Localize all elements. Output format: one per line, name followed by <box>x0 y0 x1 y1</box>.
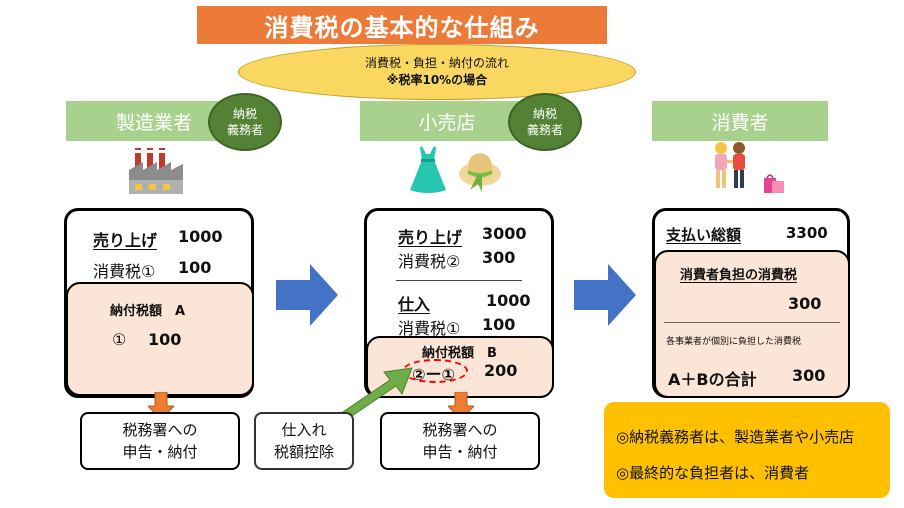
flow-caption-line2: ※税率10%の場合 <box>386 73 488 87</box>
ret-payment-title: 納付税額 B <box>422 346 497 361</box>
badge-line1: 納税 <box>532 107 557 121</box>
ret-sales-label: 売り上げ <box>398 228 463 247</box>
flow-arrow-right-1 <box>276 264 338 326</box>
dress-icon <box>408 144 448 198</box>
divider <box>396 280 522 281</box>
ret-tax-value: 300 <box>482 248 516 267</box>
con-burden-box <box>654 250 850 398</box>
filing-line2: 申告・納付 <box>122 443 198 461</box>
flow-caption: 消費税・負担・納付の流れ ※税率10%の場合 <box>238 44 636 100</box>
couple-icon <box>708 140 752 196</box>
taxpayer-badge-manufacturer: 納税 義務者 <box>208 93 282 151</box>
con-burden-value: 300 <box>788 294 822 313</box>
mfr-tax-label: 消費税① <box>93 262 156 281</box>
filing-box-retailer: 税務署への 申告・納付 <box>380 412 540 470</box>
ret-ptax-label: 消費税① <box>398 319 461 338</box>
mfr-sales-value: 1000 <box>178 227 223 246</box>
factory-icon <box>127 146 185 203</box>
actor-consumer: 消費者 <box>652 101 828 141</box>
mfr-sales-label: 売り上げ <box>93 231 158 250</box>
summary-line1: ◎納税義務者は、製造業者や小売店 <box>616 428 855 446</box>
badge-line1: 納税 <box>232 107 257 121</box>
ret-payment-formula: ②ー① <box>412 365 456 384</box>
hat-icon <box>458 146 502 198</box>
page-title: 消費税の基本的な仕組み <box>197 6 607 44</box>
ret-purchase-label: 仕入 <box>398 295 431 314</box>
filing-box-manufacturer: 税務署への 申告・納付 <box>80 412 240 470</box>
summary-line2: ◎最終的な負担者は、消費者 <box>616 464 810 482</box>
ret-ptax-value: 100 <box>482 315 516 334</box>
badge-line2: 義務者 <box>526 123 563 137</box>
ret-purchase-value: 1000 <box>486 291 531 310</box>
credit-arrow-icon <box>339 367 413 421</box>
input-tax-credit-box: 仕入れ 税額控除 <box>254 412 354 470</box>
flow-arrow-right-2 <box>574 264 636 326</box>
taxpayer-badge-retailer: 納税 義務者 <box>508 93 582 151</box>
divider <box>664 322 840 323</box>
flow-caption-line1: 消費税・負担・納付の流れ <box>364 56 509 70</box>
mfr-payment-mark: ① <box>112 330 127 349</box>
ret-payment-value: 200 <box>484 361 518 380</box>
mfr-payment-title: 納付税額 A <box>110 304 186 319</box>
con-sum-label: A＋Bの合計 <box>668 370 757 389</box>
filing-line2: 申告・納付 <box>422 443 498 461</box>
mfr-payment-value: 100 <box>148 330 182 349</box>
actor-retailer: 小売店 <box>360 101 534 141</box>
summary-note: ◎納税義務者は、製造業者や小売店 ◎最終的な負担者は、消費者 <box>604 402 890 498</box>
credit-line2: 税額控除 <box>273 443 334 461</box>
ret-sales-value: 3000 <box>482 224 527 243</box>
ret-tax-label: 消費税② <box>398 252 461 271</box>
mfr-payment-box <box>66 282 254 396</box>
con-note: 各事業者が個別に負担した消費税 <box>666 337 802 347</box>
filing-line1: 税務署への <box>122 421 198 439</box>
badge-line2: 義務者 <box>226 123 263 137</box>
filing-line1: 税務署への <box>422 421 498 439</box>
con-total-label: 支払い総額 <box>666 226 742 244</box>
credit-line1: 仕入れ <box>281 421 327 439</box>
shopping-bags-icon <box>762 172 786 198</box>
con-sum-value: 300 <box>792 366 826 385</box>
con-burden-title: 消費者負担の消費税 <box>680 268 798 283</box>
mfr-tax-value: 100 <box>178 258 212 277</box>
con-total-value: 3300 <box>786 224 828 242</box>
